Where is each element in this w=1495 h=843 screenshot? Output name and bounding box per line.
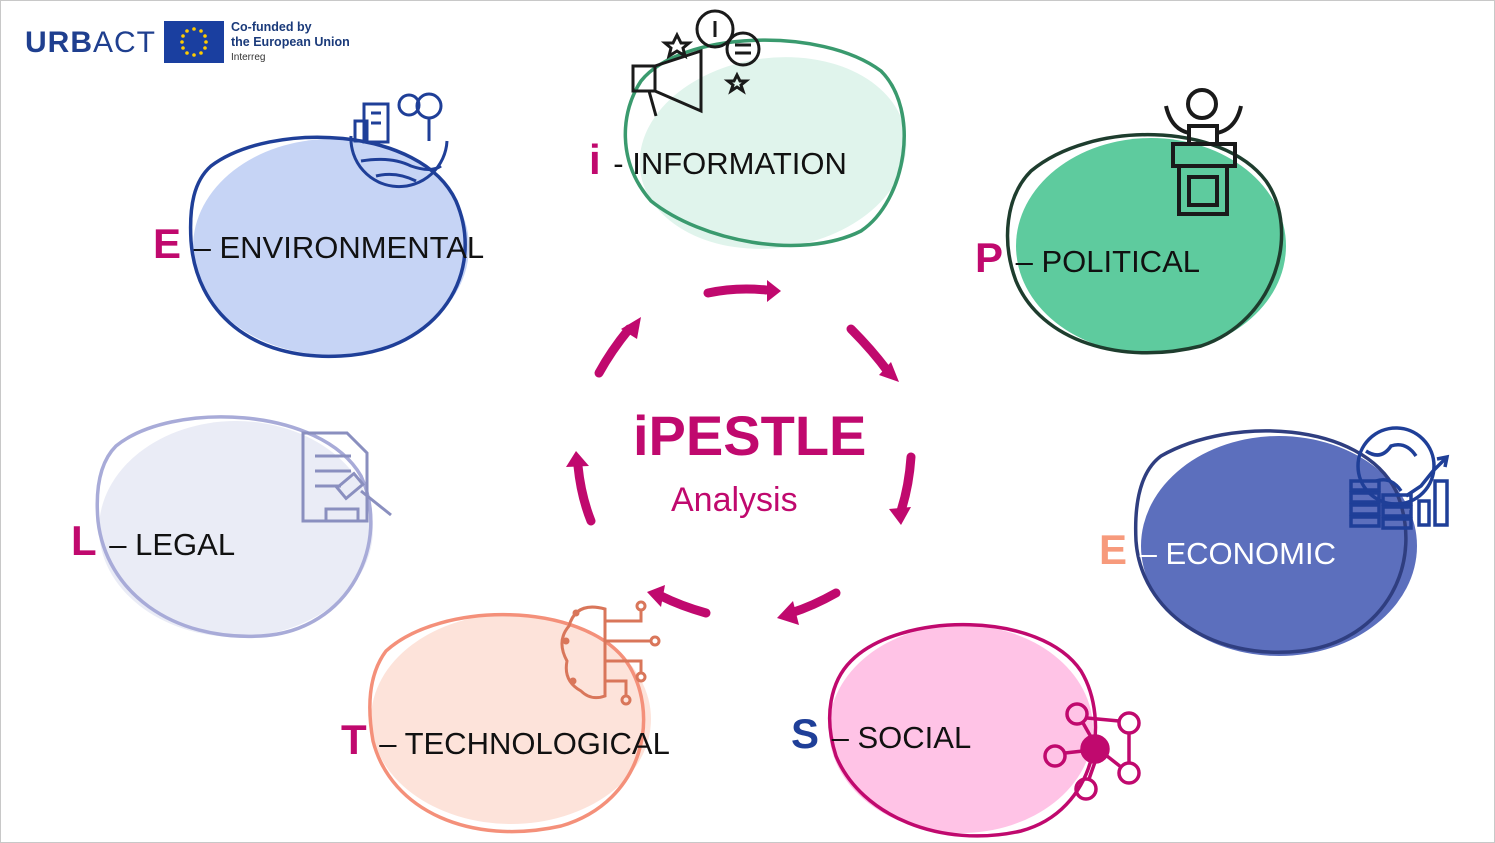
label-social: S – SOCIAL xyxy=(791,713,971,755)
label-technological: T – TECHNOLOGICAL xyxy=(341,719,670,761)
sep-environmental: – xyxy=(185,230,220,265)
text-information: INFORMATION xyxy=(632,146,847,181)
letter-environmental: E xyxy=(153,220,182,267)
cofund-line3: Interreg xyxy=(231,52,266,63)
sep-information: - xyxy=(604,146,633,181)
letter-information: i xyxy=(589,136,601,183)
sep-political: – xyxy=(1007,244,1042,279)
sep-legal: – xyxy=(100,527,136,562)
speaker-podium-icon xyxy=(1164,88,1243,216)
text-environmental: ENVIRONMENTAL xyxy=(219,230,485,265)
logo-act-text: ACT xyxy=(93,26,156,59)
label-economic: E – ECONOMIC xyxy=(1099,529,1336,571)
cofund-line1: Co-funded by xyxy=(231,20,312,34)
cofunded-text: Co-funded by the European Union Interreg xyxy=(231,20,350,65)
ai-brain-icon xyxy=(560,600,661,706)
text-technological: TECHNOLOGICAL xyxy=(404,726,670,761)
label-legal: L – LEGAL xyxy=(71,520,235,562)
urbact-logo: URBACT xyxy=(25,26,156,60)
sep-technological: – xyxy=(370,726,405,761)
label-environmental: E – ENVIRONMENTAL xyxy=(153,223,484,265)
blob-information xyxy=(623,38,907,249)
letter-technological: T xyxy=(341,716,367,763)
label-information: i - INFORMATION xyxy=(589,139,847,181)
globe-finance-icon xyxy=(1349,426,1450,530)
sep-social: – xyxy=(823,720,858,755)
cofund-line2: the European Union xyxy=(231,35,350,49)
text-legal: LEGAL xyxy=(135,527,236,562)
blob-technological xyxy=(368,613,651,834)
blob-social xyxy=(827,622,1098,838)
social-network-icon xyxy=(1043,702,1141,801)
letter-social: S xyxy=(791,710,820,757)
label-political: P – POLITICAL xyxy=(975,237,1200,279)
cycle-arrows xyxy=(573,284,916,618)
logo-urb-text: URB xyxy=(25,26,93,59)
city-nature-icon xyxy=(349,92,449,189)
text-political: POLITICAL xyxy=(1041,244,1200,279)
text-social: SOCIAL xyxy=(857,720,972,755)
blob-economic xyxy=(1133,429,1417,656)
letter-political: P xyxy=(975,234,1004,281)
center-subtitle: Analysis xyxy=(671,481,798,519)
cycle-arrowheads xyxy=(566,280,911,625)
letter-legal: L xyxy=(71,517,97,564)
legal-document-gavel-icon xyxy=(301,431,392,523)
sep-economic: – xyxy=(1131,536,1166,571)
letter-economic: E xyxy=(1099,526,1128,573)
eu-flag-icon xyxy=(164,21,224,63)
text-economic: ECONOMIC xyxy=(1165,536,1336,571)
megaphone-icon xyxy=(631,9,761,117)
center-title: iPESTLE xyxy=(633,404,867,467)
